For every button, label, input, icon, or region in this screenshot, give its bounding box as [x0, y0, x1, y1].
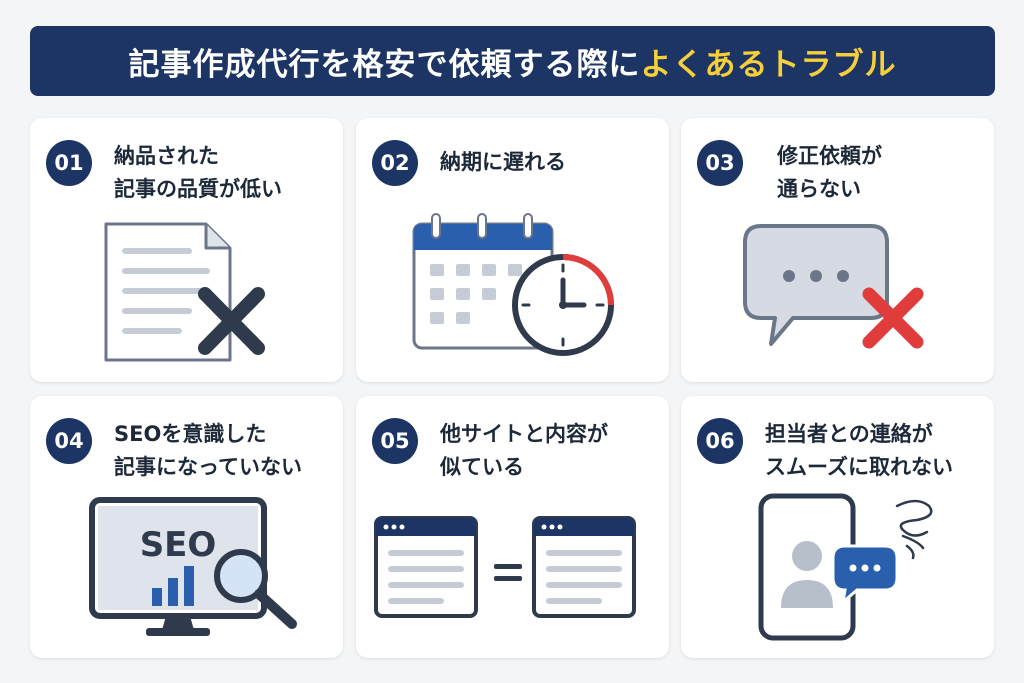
card-number-badge: 01: [46, 140, 92, 186]
speech-bubble-x-icon: [743, 224, 924, 349]
card-number-badge: 06: [697, 418, 743, 464]
calendar-clock-icon: [412, 213, 614, 356]
card-label-line2: 記事になっていない: [114, 455, 302, 479]
monitor-seo-text: SEO: [140, 525, 217, 565]
trouble-card-06: 06 担当者との連絡が スムーズに取れない: [681, 396, 994, 658]
trouble-card-02: 02 納期に遅れる: [356, 118, 669, 382]
card-number-badge: 05: [372, 418, 418, 464]
card-label-line1: 納期に遅れる: [440, 150, 566, 174]
card-label-line2: 記事の品質が低い: [114, 177, 282, 201]
card-label-line1: 納品された: [114, 144, 219, 168]
card-number-badge: 03: [697, 140, 743, 186]
duplicate-pages-icon: [374, 516, 636, 618]
title-highlight: よくあるトラブル: [640, 46, 897, 83]
trouble-card-03: 03 修正依頼が 通らない: [681, 118, 994, 382]
card-number-badge: 04: [46, 418, 92, 464]
title-banner: 記事作成代行を格安で依頼する際によくあるトラブル: [30, 26, 995, 96]
card-number-badge: 02: [372, 140, 418, 186]
card-label: 修正依頼が 通らない: [777, 140, 882, 206]
phone-contact-icon: [758, 493, 933, 641]
card-label: SEOを意識した 記事になっていない: [114, 418, 302, 484]
card-label-line2: スムーズに取れない: [765, 455, 953, 479]
card-label-line1: SEOを意識した: [114, 422, 267, 446]
card-label-line2: 通らない: [777, 177, 861, 201]
document-x-icon: [104, 222, 265, 362]
card-label: 納品された 記事の品質が低い: [114, 140, 282, 206]
trouble-card-01: 01 納品された 記事の品質が低い: [30, 118, 343, 382]
card-label: 納期に遅れる: [440, 146, 566, 179]
title-main: 記事作成代行を格安で依頼する際に: [128, 46, 641, 83]
trouble-card-04: 04 SEOを意識した 記事になっていない SEO: [30, 396, 343, 658]
card-label: 他サイトと内容が 似ている: [440, 418, 608, 484]
card-label-line2: 似ている: [440, 455, 524, 479]
seo-monitor-icon: SEO: [89, 497, 297, 636]
card-label-line1: 修正依頼が: [777, 144, 882, 168]
trouble-card-05: 05 他サイトと内容が 似ている: [356, 396, 669, 658]
card-label: 担当者との連絡が スムーズに取れない: [765, 418, 953, 484]
card-label-line1: 他サイトと内容が: [440, 422, 608, 446]
card-label-line1: 担当者との連絡が: [765, 422, 933, 446]
